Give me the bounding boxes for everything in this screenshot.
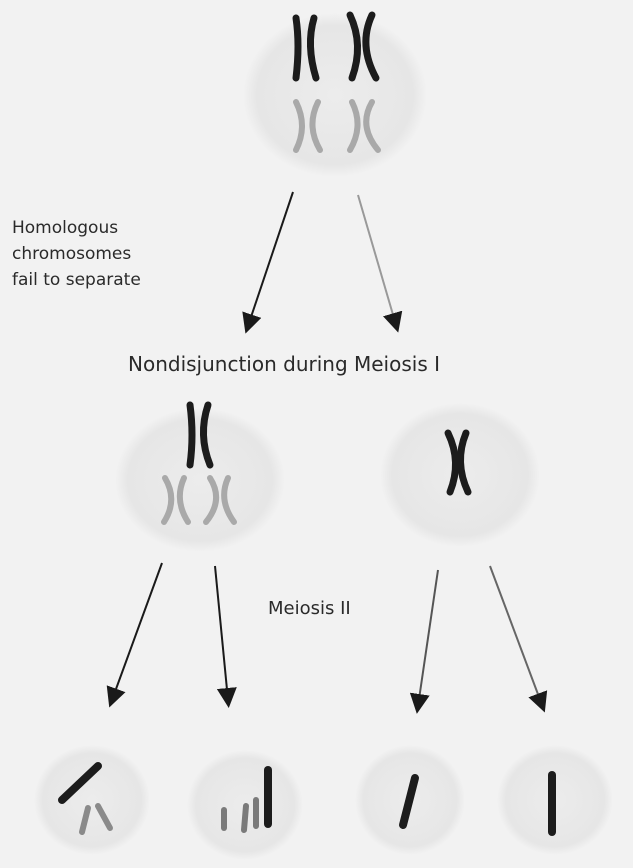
parent-cell [243, 13, 427, 177]
gamete-1 [34, 745, 150, 855]
meiosis-ii-label: Meiosis II [268, 598, 351, 619]
side-note-line-3: fail to separate [12, 267, 212, 293]
side-note-line-1: Homologous [12, 215, 212, 241]
gamete-2 [187, 750, 303, 860]
arrow-icon [490, 566, 542, 705]
stage-label: Nondisjunction during Meiosis I [128, 352, 548, 376]
daughter-cell-right [380, 403, 540, 547]
side-note-line-2: chromosomes [12, 241, 212, 267]
arrow-icon [418, 570, 438, 706]
gamete-3 [355, 745, 465, 855]
gamete-4 [497, 745, 613, 855]
arrow-icon [248, 192, 293, 326]
arrow-icon [358, 195, 396, 325]
daughter-cell-left [115, 405, 285, 552]
arrow-icon [112, 563, 162, 700]
side-note: Homologous chromosomes fail to separate [12, 215, 212, 293]
arrow-icon [215, 566, 228, 700]
